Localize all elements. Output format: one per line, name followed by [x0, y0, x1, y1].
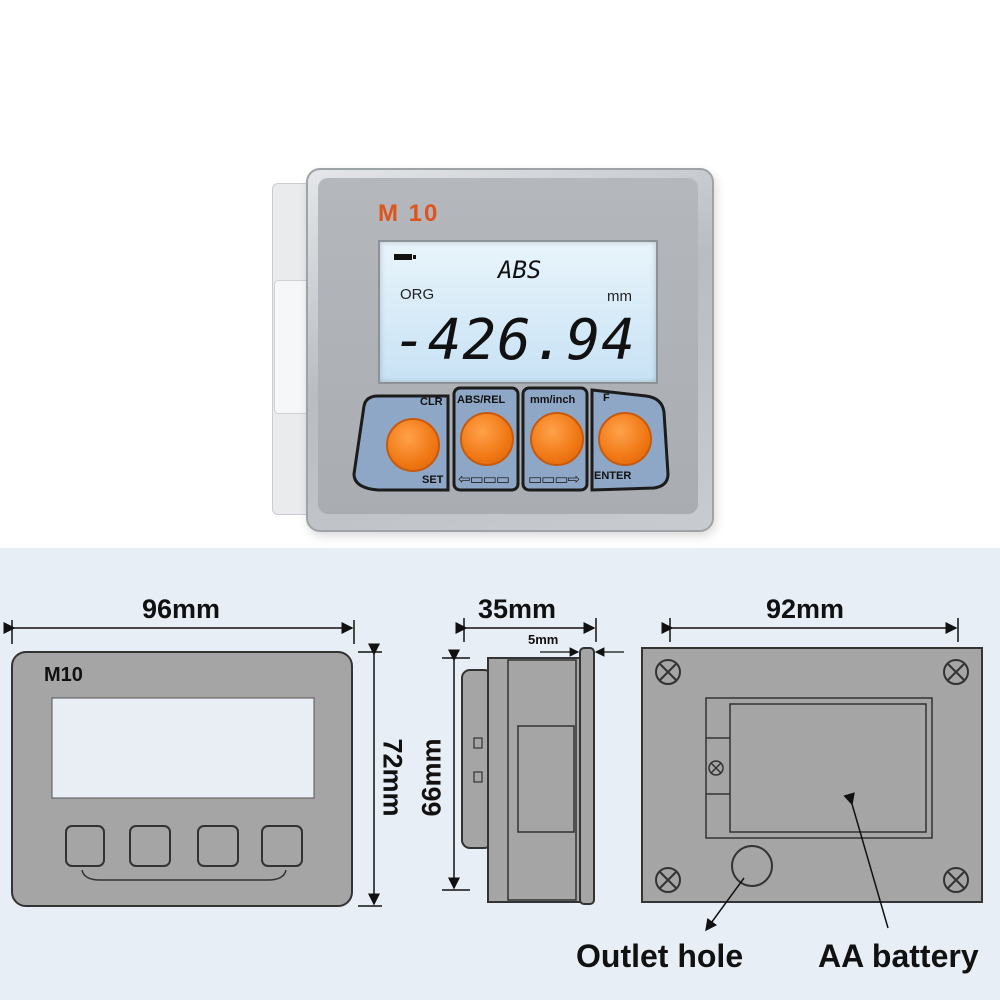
back-view-drawing — [641, 618, 983, 932]
right-arrow-label: ▭▭▭⇨ — [528, 471, 580, 488]
side-view-drawing — [442, 618, 624, 905]
lcd-mode-indicator: ABS — [498, 256, 542, 284]
battery-icon — [394, 254, 416, 260]
side-thickness-label: 5mm — [528, 632, 559, 647]
front-width-label: 96mm — [142, 594, 221, 624]
lcd-unit-label: mm — [607, 288, 632, 305]
lcd-display: ABS ORG mm -426.94 — [378, 240, 658, 384]
set-key-label: SET — [422, 474, 444, 486]
left-arrow-label: ⇦▭▭▭ — [458, 471, 510, 488]
back-width-label: 92mm — [766, 594, 845, 624]
keypad: CLR SET ABS/REL ⇦▭▭▭ mm/inch ▭▭▭⇨ F ENTE… — [350, 384, 670, 496]
f-key-label: F — [603, 392, 610, 404]
device-brand-label: M 10 — [378, 200, 440, 227]
abs-rel-key-label: ABS/REL — [457, 394, 506, 406]
lcd-reading: -426.94 — [392, 308, 636, 373]
front-model-label: M10 — [44, 664, 83, 686]
outlet-hole-callout: Outlet hole — [576, 938, 744, 974]
f-enter-button[interactable] — [598, 412, 652, 466]
mm-inch-key-label: mm/inch — [530, 394, 576, 406]
mm-inch-button[interactable] — [530, 412, 584, 466]
aa-battery-callout: AA battery — [818, 938, 979, 974]
side-depth-label: 35mm — [478, 594, 557, 624]
side-height-label: 66mm — [416, 738, 447, 817]
front-view-drawing — [3, 620, 382, 907]
lcd-origin-label: ORG — [400, 286, 435, 303]
clr-key-label: CLR — [420, 396, 443, 408]
enter-key-label: ENTER — [594, 470, 632, 482]
technical-drawings — [3, 618, 983, 932]
mounting-clip — [274, 280, 310, 414]
abs-rel-button[interactable] — [460, 412, 514, 466]
clr-set-button[interactable] — [386, 418, 440, 472]
front-height-label: 72mm — [377, 738, 408, 817]
